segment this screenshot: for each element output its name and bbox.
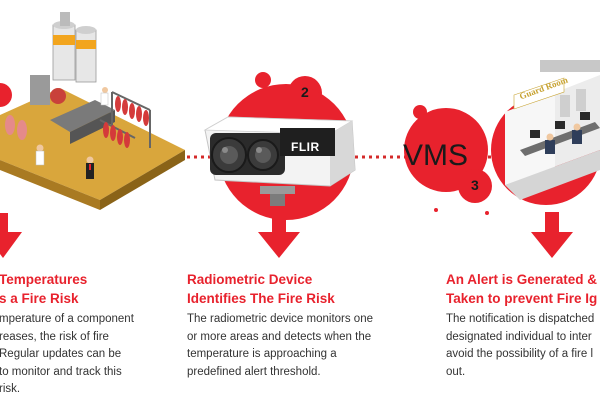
step2-body-line: or more areas and detects when the bbox=[187, 330, 372, 343]
silo bbox=[52, 24, 76, 81]
down-arrow-icon bbox=[531, 212, 573, 258]
step1-description: mperature of a component reases, the ris… bbox=[0, 311, 134, 399]
step3-number: 3 bbox=[471, 177, 479, 193]
step1-title-line: s a Fire Risk bbox=[0, 291, 79, 306]
down-arrow-icon bbox=[258, 212, 300, 258]
step1-body-line: Regular updates can be bbox=[0, 348, 122, 360]
step3-body-line: out. bbox=[446, 365, 466, 378]
worker-figure bbox=[100, 87, 109, 106]
step2-description: The radiometric device monitors one or m… bbox=[187, 311, 373, 381]
step3-title: An Alert is Generated & Taken to prevent… bbox=[446, 270, 597, 308]
step3-description: The notification is dispatched designate… bbox=[446, 311, 594, 381]
meat-rack bbox=[111, 91, 151, 148]
guard-figure bbox=[545, 133, 555, 154]
worker-figure bbox=[86, 156, 94, 179]
step2-number: 2 bbox=[301, 84, 309, 100]
step1-body-line: mperature of a component bbox=[0, 313, 134, 325]
guard-figure bbox=[572, 123, 582, 144]
silo bbox=[75, 29, 97, 83]
step3-badge bbox=[458, 169, 492, 203]
vms-scene bbox=[404, 105, 492, 215]
step1-badge bbox=[0, 83, 12, 107]
down-arrow-icon bbox=[0, 213, 22, 258]
step2-title: Radiometric Device Identifies The Fire R… bbox=[187, 270, 335, 308]
step3-title-line: Taken to prevent Fire Ig bbox=[446, 291, 598, 306]
step3-body-line: avoid the possibility of a fire l bbox=[446, 348, 594, 360]
camera-brand-label: FLIR bbox=[291, 140, 320, 154]
guard-room-sign bbox=[513, 77, 565, 110]
step2-body-line: The radiometric device monitors one bbox=[187, 313, 373, 325]
factory-floor bbox=[0, 88, 185, 200]
step1-body-line: reases, the risk of fire bbox=[0, 330, 109, 343]
conveyor-machine bbox=[50, 100, 115, 132]
step2-body-line: predefined alert threshold. bbox=[187, 365, 321, 378]
worker-figure bbox=[35, 144, 45, 166]
step2-title-line: Radiometric Device bbox=[187, 272, 313, 287]
vms-label: VMS bbox=[403, 139, 469, 172]
step1-body-line: to monitor and track this bbox=[0, 365, 122, 378]
guard-room-scene bbox=[491, 60, 600, 205]
step2-body-line: temperature is approaching a bbox=[187, 348, 337, 360]
guard-room-floor bbox=[505, 150, 600, 200]
camera-scene bbox=[203, 72, 356, 220]
step1-title-line: Temperatures bbox=[0, 272, 88, 287]
decor-dot bbox=[255, 72, 271, 88]
step3-body-line: The notification is dispatched bbox=[446, 313, 595, 325]
step2-title-line: Identifies The Fire Risk bbox=[187, 291, 335, 306]
factory-scene bbox=[0, 12, 185, 210]
step3-body-line: designated individual to inter bbox=[446, 330, 592, 343]
step1-title: Temperatures s a Fire Risk bbox=[0, 270, 87, 308]
step3-title-line: An Alert is Generated & bbox=[446, 272, 598, 287]
meat-rack bbox=[99, 119, 136, 148]
step1-body-line: risk. bbox=[0, 383, 21, 395]
